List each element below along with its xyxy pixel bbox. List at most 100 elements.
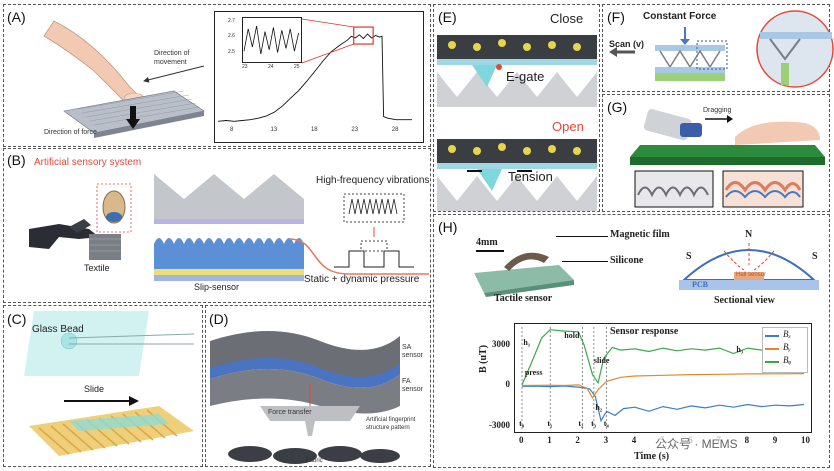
inset-xtick-1: 24 (268, 64, 274, 70)
sectional-view-label: Sectional view (714, 295, 775, 306)
h-chart-legend-item: Bₓ (764, 329, 806, 341)
glass-bead-illustration (24, 311, 195, 456)
tactile-sensor-photo (474, 252, 574, 297)
panel-a-xtick: 8 (230, 127, 234, 133)
dragging-finger-illustration (630, 109, 825, 208)
sa-sensor-label: SA sensor (402, 344, 424, 359)
panel-b-label: (B) (7, 152, 26, 168)
panel-a-series-line (217, 33, 412, 122)
h-chart-annotation: slide (593, 356, 610, 365)
panel-a-inset (242, 17, 302, 63)
panel-h-line-chart (521, 327, 805, 429)
h-chart-legend-label: Bᵩ (783, 355, 792, 365)
h-chart-xtick: 9 (772, 435, 778, 445)
inset-xtick-2: 25 (294, 64, 300, 70)
h-chart-annotation: hold (564, 331, 580, 340)
h-chart-annotation: h₂ (595, 403, 603, 412)
panel-h-label: (H) (438, 219, 458, 235)
panel-a-xtick: 23 (351, 127, 359, 133)
panel-c-label: (C) (7, 311, 27, 327)
signal-illustration (288, 193, 429, 275)
h-chart-legend-swatch (765, 361, 779, 363)
open-label: Open (552, 119, 584, 134)
h-chart-legend-swatch (765, 348, 779, 350)
e-gate-label: E-gate (506, 69, 545, 84)
panel-a-label: (A) (7, 9, 26, 25)
h-chart-legend-label: Bₓ (783, 329, 792, 339)
fingerprint-sensor-illustration (210, 331, 400, 464)
dragging-label: Dragging (703, 107, 732, 114)
glass-bead-label: Glass Bead (32, 324, 84, 335)
panel-a-zoom-link-top (301, 18, 354, 28)
panel-a-xtick: 28 (391, 127, 399, 133)
panel-f: (F) Constant Force Scan (v) (602, 4, 834, 92)
finger-slide-illustration (43, 20, 205, 138)
slip-sensor-illustration (154, 174, 304, 281)
high-frequency-label: High-frequency vibrations (316, 175, 430, 186)
panel-e: (E) Close E-gate Open Tension (433, 4, 600, 212)
h-chart-xtick: 10 (801, 435, 810, 445)
inset-ytick-0: 2.7 (228, 18, 235, 24)
h-chart-series-line (521, 373, 805, 399)
panel-b: (B) Artificial sensory system Textile Sl… (3, 148, 431, 303)
textile-label: Textile (84, 263, 110, 273)
panel-b-title: Artificial sensory system (34, 157, 142, 168)
pcb-label: PCB (692, 280, 708, 289)
inset-xtick-0: 23 (242, 64, 248, 70)
h-chart-series-line (521, 329, 805, 386)
constant-force-label: Constant Force (643, 11, 717, 22)
h-chart-xtick: 2 (575, 435, 580, 445)
robotic-hand-illustration (29, 183, 132, 260)
watermark: 公众号 · MEMS (652, 435, 741, 452)
scan-structure-illustration (609, 10, 834, 88)
inset-ytick-1: 2.6 (228, 33, 235, 39)
panel-f-label: (F) (607, 9, 625, 25)
h-chart-ytick: 0 (505, 379, 511, 390)
fingerprint-label: Artificial fingerprint structure pattern (366, 417, 416, 431)
south-pole-left-label: S (686, 251, 692, 262)
e-gate-close-illustration (437, 35, 597, 107)
panel-d: (D) SA sensor FA sensor Force transfer A… (205, 305, 431, 467)
south-pole-right-label: S (812, 251, 818, 262)
h-chart-legend-label: Bᵧ (783, 342, 791, 352)
h-chart-annotation: t₃ (591, 419, 597, 428)
fa-sensor-label: FA sensor (402, 378, 424, 393)
hall-sensor-label: Hall sensor (736, 272, 767, 278)
h-chart-annotation: t₁ (547, 419, 553, 428)
magnetic-film-pointer (556, 236, 608, 237)
h-chart-annotation: h₁ (523, 338, 531, 347)
h-chart-xtick: 3 (603, 435, 609, 445)
panel-e-label: (E) (438, 9, 457, 25)
slip-sensor-label: Slip-sensor (194, 282, 240, 292)
panel-a-zoom-box (353, 26, 374, 45)
panel-g-label: (G) (607, 99, 628, 115)
h-chart-legend (762, 327, 808, 373)
tactile-sensor-label: Tactile sensor (494, 293, 553, 304)
panel-a-inset-line (243, 25, 299, 55)
h-chart-xtick: 8 (744, 435, 750, 445)
panel-a-line-chart (217, 18, 412, 122)
h-chart-xtick: 0 (519, 435, 524, 445)
h-chart-series-line (521, 385, 805, 423)
force-transfer-label: Force transfer (268, 409, 312, 416)
silicone-pointer (562, 261, 608, 262)
close-label: Close (550, 11, 584, 26)
h-chart-annotation: t₄ (603, 419, 609, 428)
scale-bar-label: 4mm (476, 237, 498, 248)
fabric-label: Fabric (306, 458, 323, 464)
panel-d-label: (D) (209, 311, 229, 327)
panel-a-xtick: 18 (310, 127, 318, 133)
magnetic-film-label: Magnetic film (610, 229, 670, 240)
h-chart-xlabel: Time (s) (634, 451, 670, 462)
h-chart-annotation: t₀ (519, 419, 525, 428)
h-chart-legend-item: Bᵩ (764, 355, 806, 367)
north-pole-label: N (745, 229, 753, 240)
panel-a-inset-chart (243, 25, 299, 55)
panel-h: (H) 4mm Magnetic film Silicone Tactile s… (433, 214, 830, 468)
h-chart-annotation: t₂ (578, 419, 584, 428)
slide-label: Slide (84, 384, 105, 394)
static-dynamic-label: Static + dynamic pressure (304, 274, 420, 285)
